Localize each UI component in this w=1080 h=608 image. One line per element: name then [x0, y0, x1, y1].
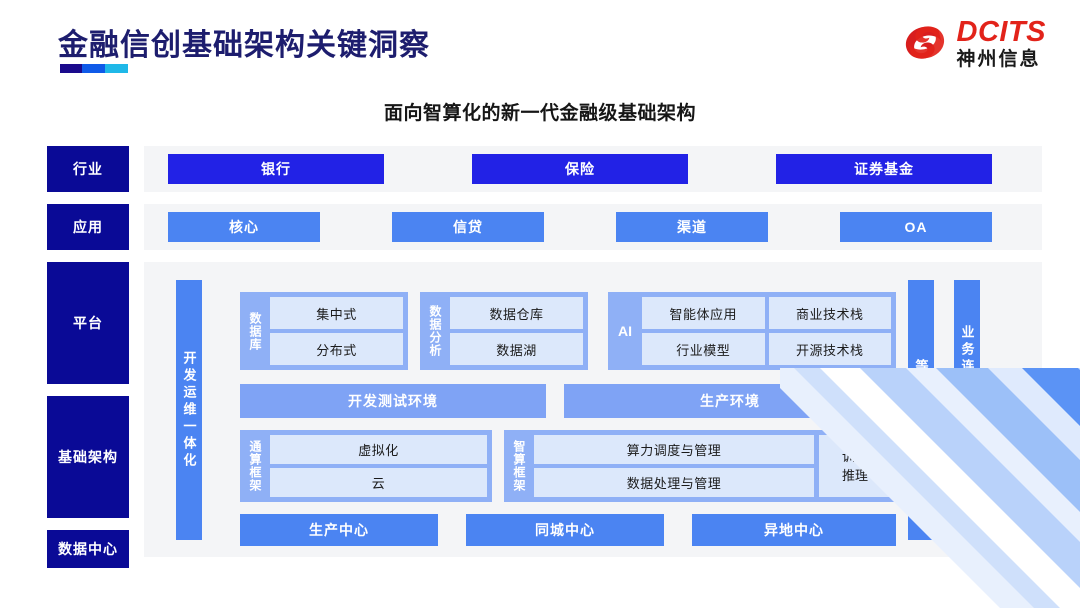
- tile-commercial-stack[interactable]: 商业技术栈: [768, 297, 891, 329]
- logo-cn-text: 神州信息: [956, 49, 1041, 70]
- tile-cloud[interactable]: 云: [270, 468, 487, 497]
- group-general-compute-framework: 通算框架 虚拟化 云: [240, 430, 492, 502]
- industry-chip-bank[interactable]: 银行: [168, 154, 384, 184]
- accent-segment-1: [82, 64, 105, 73]
- rail-label-datacenter: 数据中心: [47, 530, 129, 568]
- tile-compute-scheduling[interactable]: 算力调度与管理: [534, 435, 814, 464]
- tile-data-lake[interactable]: 数据湖: [450, 333, 583, 365]
- application-chip-oa[interactable]: OA: [840, 212, 992, 242]
- accent-segment-2: [105, 64, 128, 73]
- group-label-database: 数据库: [248, 311, 262, 351]
- tile-train-label: 训练: [841, 448, 868, 464]
- group-label-ai: AI: [618, 323, 632, 339]
- group-ai: AI 智能体应用 商业技术栈 行业模型 开源技术栈: [608, 292, 896, 370]
- rail-label-platform: 平台: [47, 262, 129, 384]
- application-chip-channel[interactable]: 渠道: [616, 212, 768, 242]
- env-bar-production[interactable]: 生产环境: [564, 384, 896, 418]
- group-intelligent-compute-framework: 智算框架 算力调度与管理 数据处理与管理 训练 推理: [504, 430, 896, 502]
- application-chip-core[interactable]: 核心: [168, 212, 320, 242]
- tile-inference-label: 推理: [841, 468, 868, 483]
- group-items-intelligent-framework: 算力调度与管理 数据处理与管理 训练 推理: [534, 435, 891, 497]
- datacenter-chip-remote[interactable]: 异地中心: [692, 514, 896, 546]
- tile-data-processing[interactable]: 数据处理与管理: [534, 468, 814, 497]
- group-items-general-framework: 虚拟化 云: [270, 435, 487, 497]
- tile-virtualization[interactable]: 虚拟化: [270, 435, 487, 464]
- industry-row-panel: 银行 保险 证券基金: [144, 146, 1042, 192]
- tile-train-inference[interactable]: 训练 推理: [819, 435, 891, 497]
- datacenter-chip-production[interactable]: 生产中心: [240, 514, 438, 546]
- group-items-ai: 智能体应用 商业技术栈 行业模型 开源技术栈: [642, 297, 891, 365]
- tile-industry-model[interactable]: 行业模型: [642, 333, 765, 365]
- intelligent-framework-stack: 算力调度与管理 数据处理与管理: [534, 435, 814, 497]
- group-items-database: 集中式 分布式: [270, 297, 403, 365]
- logo-en-text: DCITS: [956, 16, 1046, 48]
- tile-centralized[interactable]: 集中式: [270, 297, 403, 329]
- application-row-panel: 核心 信贷 渠道 OA: [144, 204, 1042, 250]
- vertical-bar-devops: 开发运维一体化: [176, 280, 202, 540]
- rail-label-application: 应用: [47, 204, 129, 250]
- diagram-subtitle: 面向智算化的新一代金融级基础架构: [383, 103, 696, 124]
- tile-data-warehouse[interactable]: 数据仓库: [450, 297, 583, 329]
- group-label-data-analysis: 数据分析: [428, 305, 442, 357]
- vertical-bar-security: 等保合规安全: [908, 280, 934, 540]
- tile-agent-application[interactable]: 智能体应用: [642, 297, 765, 329]
- vertical-bar-bcdr: 业务连续性及数据保护: [954, 280, 980, 540]
- accent-segment-0: [60, 64, 82, 73]
- title-accent-bar: [60, 64, 128, 73]
- industry-chip-insurance[interactable]: 保险: [472, 154, 688, 184]
- logo-wordmark: DCITS 神州信息: [956, 16, 1047, 70]
- platform-infrastructure-panel: 开发运维一体化 等保合规安全 业务连续性及数据保护 数据库 集中式 分布式 数据…: [144, 262, 1042, 557]
- group-items-data-analysis: 数据仓库 数据湖: [450, 297, 583, 365]
- group-database: 数据库 集中式 分布式: [240, 292, 408, 370]
- rail-label-infrastructure: 基础架构: [47, 396, 129, 518]
- brand-logo: DCITS 神州信息: [901, 18, 1047, 69]
- tile-opensource-stack[interactable]: 开源技术栈: [768, 333, 891, 365]
- tile-distributed[interactable]: 分布式: [270, 333, 403, 365]
- application-chip-credit[interactable]: 信贷: [392, 212, 544, 242]
- group-label-general-framework: 通算框架: [248, 440, 262, 492]
- industry-chip-securities[interactable]: 证券基金: [776, 154, 992, 184]
- rail-label-industry: 行业: [47, 146, 129, 192]
- group-data-analysis: 数据分析 数据仓库 数据湖: [420, 292, 588, 370]
- page-title: 金融信创基础架构关键洞察: [58, 29, 430, 62]
- group-label-intelligent-framework: 智算框架: [512, 440, 526, 492]
- datacenter-chip-metro[interactable]: 同城中心: [466, 514, 664, 546]
- env-bar-dev-test[interactable]: 开发测试环境: [240, 384, 546, 418]
- swirl-logo-icon: [901, 20, 949, 68]
